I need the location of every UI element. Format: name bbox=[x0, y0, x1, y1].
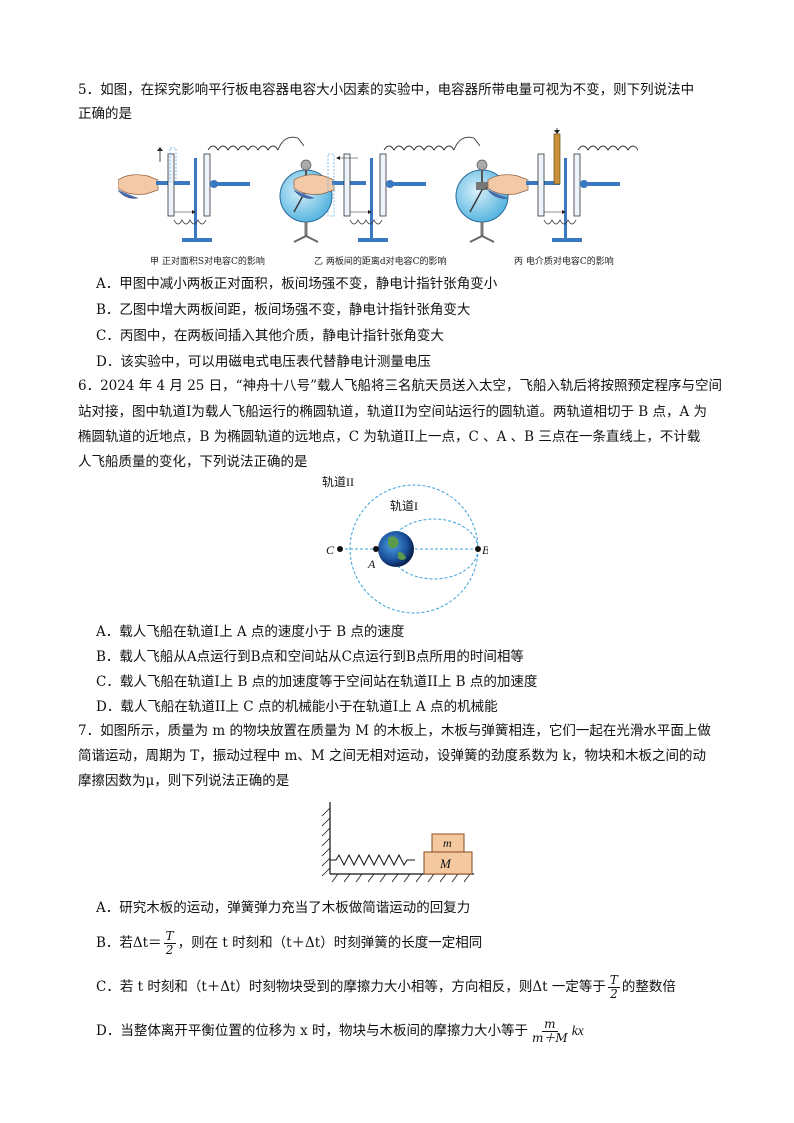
block-m bbox=[431, 833, 465, 853]
q5-caption-c: 丙 电介质对电容C的影响 bbox=[514, 257, 614, 267]
q6-option-d: D．载人飞船在轨道II上 C 点的机械能小于在轨道I上 A 点的机械能 bbox=[96, 699, 498, 715]
q7-stem-line2: 简谐运动，周期为 T，振动过程中 m、M 之间无相对运动，设弹簧的劲度系数为 k… bbox=[78, 748, 706, 764]
q7-stem-line1: 7．如图所示，质量为 m 的物块放置在质量为 M 的木板上，木板与弹簧相连，它们… bbox=[78, 723, 711, 739]
q7-b-pre: B．若Δt＝ bbox=[96, 935, 162, 951]
q7-c-den: 2 bbox=[610, 987, 618, 1001]
q6-option-a: A．载人飞船在轨道I上 A 点的速度小于 B 点的速度 bbox=[96, 624, 405, 640]
q6-stem-line3: 椭圆轨道的近地点，B 为椭圆轨道的远地点，C 为轨道II上一点，C 、A 、B … bbox=[78, 429, 701, 445]
point-b-label: B bbox=[482, 543, 488, 557]
q5-option-b: B．乙图中增大两板间距，板间场强不变，静电计指针张角变大 bbox=[96, 302, 471, 318]
orbit-i-label: 轨道I bbox=[390, 499, 418, 513]
q7-c-post: 的整数倍 bbox=[621, 979, 676, 995]
q7-d-pre: D．当整体离开平衡位置的位移为 x 时，物块与木板间的摩擦力大小等于 bbox=[96, 1023, 529, 1039]
M-label: M bbox=[439, 856, 452, 871]
m-label: m bbox=[443, 836, 452, 850]
q7-c-num: T bbox=[607, 973, 620, 988]
point-c-label: C bbox=[326, 543, 335, 557]
q7-d-num: m bbox=[542, 1017, 558, 1032]
q7-d-post: kx bbox=[571, 1023, 584, 1038]
q5-stem-line1: 5．如图，在探究影响平行板电容器电容大小因素的实验中，电容器所带电量可视为不变，… bbox=[78, 82, 695, 98]
q7-spring-block-figure: m M bbox=[321, 802, 474, 883]
q5-option-d: D．该实验中，可以用磁电式电压表代替静电计测量电压 bbox=[96, 354, 431, 370]
orbit-ii-label: 轨道II bbox=[322, 476, 354, 489]
q7-b-num: T bbox=[163, 929, 176, 944]
q6-option-b: B．载人飞船从A点运行到B点和空间站从C点运行到B点所用的时间相等 bbox=[96, 649, 524, 665]
q5-stem-line2: 正确的是 bbox=[78, 106, 132, 122]
q7-d-den: m＋M bbox=[532, 1031, 568, 1045]
q5-caption-b: 乙 两板间的距离d对电容C的影响 bbox=[314, 257, 447, 267]
q7-b-post: ，则在 t 时刻和（t＋Δt）时刻弹簧的长度一定相同 bbox=[177, 935, 483, 951]
q5-caption-a: 甲 正对面积S对电容C的影响 bbox=[150, 257, 265, 267]
q6-stem-line1: 6．2024 年 4 月 25 日，“神舟十八号”载人飞船将三名航天员送入太空，… bbox=[78, 378, 722, 394]
q6-stem-line4: 人飞船质量的变化，下列说法正确的是 bbox=[78, 454, 308, 470]
q7-option-c: C．若 t 时刻和（t＋Δt）时刻物块受到的摩擦力大小相等，方向相反，则Δt 一… bbox=[96, 974, 736, 1001]
q6-stem-line2: 站对接，图中轨道I为载人飞船运行的椭圆轨道，轨道II为空间站运行的圆轨道。两轨道… bbox=[78, 404, 708, 420]
q5-option-a: A．甲图中减小两板正对面积，板间场强不变，静电计指针张角变小 bbox=[96, 276, 498, 292]
q7-b-den: 2 bbox=[165, 943, 174, 957]
q7-c-pre: C．若 t 时刻和（t＋Δt）时刻物块受到的摩擦力大小相等，方向相反，则Δt 一… bbox=[96, 979, 606, 995]
point-a-label: A bbox=[367, 557, 376, 571]
q6-orbit-figure: 轨道II 轨道I C A B bbox=[322, 476, 488, 614]
earth-icon bbox=[378, 531, 414, 567]
q7-stem-line3: 摩擦因数为μ，则下列说法正确的是 bbox=[78, 773, 290, 789]
q5-option-c: C．丙图中，在两板间插入其他介质，静电计指针张角变大 bbox=[96, 328, 444, 344]
q7-option-a: A．研究木板的运动，弹簧弹力充当了木板做简谐运动的回复力 bbox=[96, 900, 471, 916]
q6-option-c: C．载人飞船在轨道I上 B 点的加速度等于空间站在轨道II上 B 点的加速度 bbox=[96, 674, 538, 690]
q5-experiment-figure bbox=[118, 128, 638, 244]
